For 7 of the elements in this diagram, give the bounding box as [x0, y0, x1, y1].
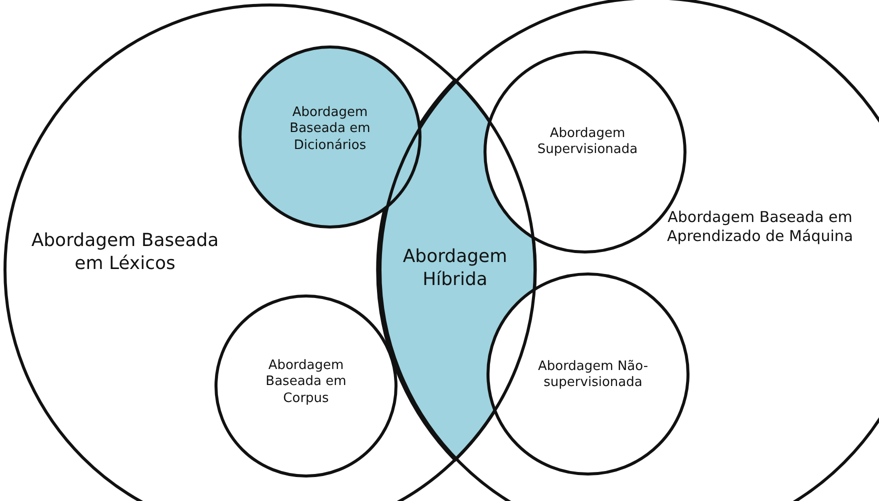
set-label: Abordagem Baseada em Aprendizado de Máquina [666, 208, 854, 246]
set-label: Abordagem Baseada em Dicionários [288, 105, 372, 154]
set-label: Abordagem Não-supervisionada [536, 359, 650, 392]
set-label: Abordagem Baseada em Léxicos [30, 230, 220, 275]
set-label: Abordagem Baseada em Corpus [264, 358, 348, 407]
set-label: Abordagem Híbrida [402, 246, 508, 291]
set-label: Abordagem Supervisionada [536, 126, 639, 158]
